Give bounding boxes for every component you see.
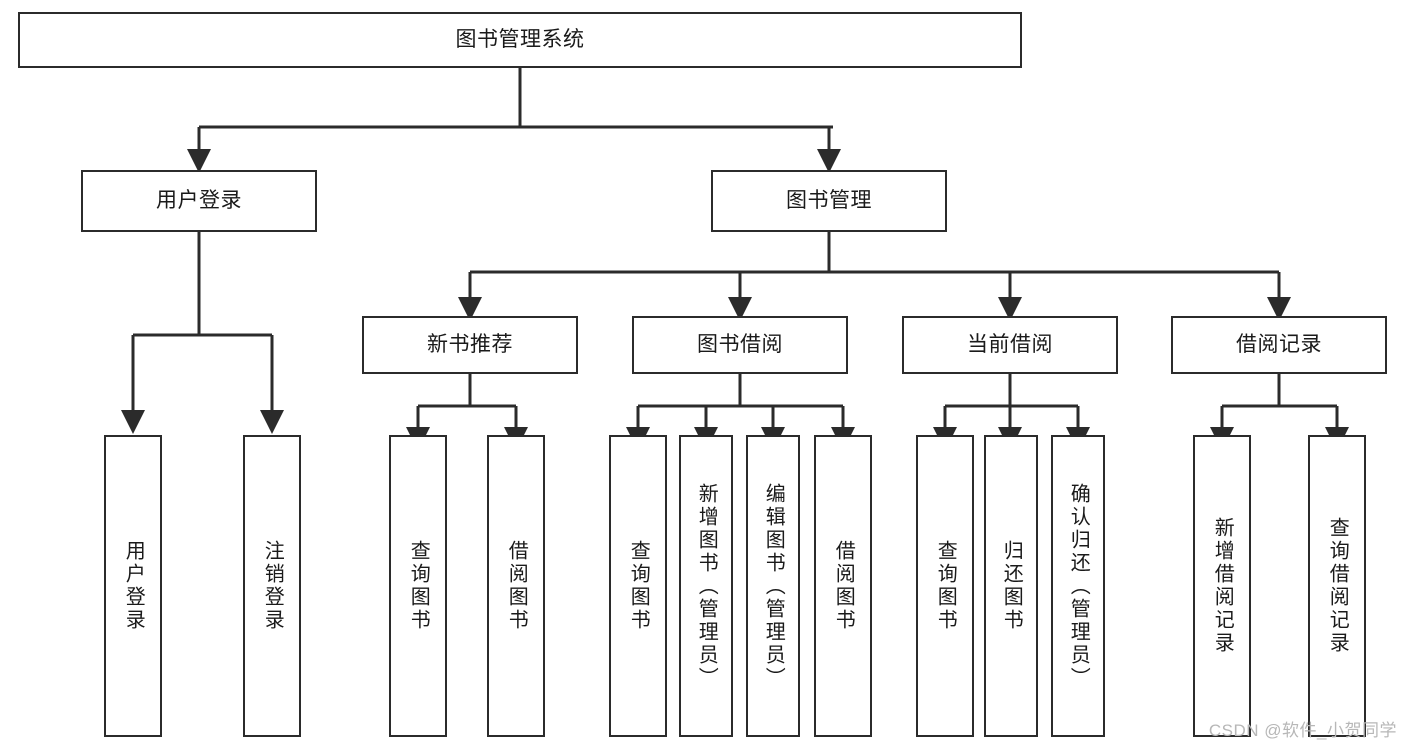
leaf-label: 新增借阅记录: [1211, 517, 1234, 655]
leaf-recommend-borrow-book[interactable]: 借阅图书: [487, 435, 545, 737]
leaf-label: 借阅图书: [832, 540, 855, 632]
leaf-current-confirm-return-admin[interactable]: 确认归还（管理员）: [1051, 435, 1105, 737]
leaf-borrow-add-book-admin[interactable]: 新增图书（管理员）: [679, 435, 733, 737]
leaf-label: 归还图书: [1000, 540, 1023, 632]
node-book-borrow[interactable]: 图书借阅: [632, 316, 848, 374]
leaf-label: 编辑图书（管理员）: [762, 482, 785, 690]
node-book-management[interactable]: 图书管理: [711, 170, 947, 232]
node-current-borrow[interactable]: 当前借阅: [902, 316, 1118, 374]
leaf-current-query-book[interactable]: 查询图书: [916, 435, 974, 737]
node-user-login[interactable]: 用户登录: [81, 170, 317, 232]
node-new-book-recommend[interactable]: 新书推荐: [362, 316, 578, 374]
leaf-label: 借阅图书: [505, 540, 528, 632]
leaf-label: 用户登录: [122, 540, 145, 632]
leaf-recommend-query-book[interactable]: 查询图书: [389, 435, 447, 737]
leaf-label: 新增图书（管理员）: [695, 482, 718, 690]
leaf-label: 查询图书: [627, 540, 650, 632]
leaf-record-query-record[interactable]: 查询借阅记录: [1308, 435, 1366, 737]
node-root-system[interactable]: 图书管理系统: [18, 12, 1022, 68]
watermark: CSDN @软件_小贺同学: [1208, 721, 1397, 740]
leaf-label: 注销登录: [261, 540, 284, 632]
leaf-user-login-logout[interactable]: 注销登录: [243, 435, 301, 737]
leaf-user-login-login[interactable]: 用户登录: [104, 435, 162, 737]
leaf-borrow-edit-book-admin[interactable]: 编辑图书（管理员）: [746, 435, 800, 737]
leaf-record-add-record[interactable]: 新增借阅记录: [1193, 435, 1251, 737]
leaf-label: 查询借阅记录: [1326, 517, 1349, 655]
node-borrow-record[interactable]: 借阅记录: [1171, 316, 1387, 374]
leaf-label: 查询图书: [934, 540, 957, 632]
leaf-borrow-query-book[interactable]: 查询图书: [609, 435, 667, 737]
leaf-borrow-borrow-book[interactable]: 借阅图书: [814, 435, 872, 737]
leaf-label: 确认归还（管理员）: [1067, 482, 1090, 690]
leaf-current-return-book[interactable]: 归还图书: [984, 435, 1038, 737]
leaf-label: 查询图书: [407, 540, 430, 632]
